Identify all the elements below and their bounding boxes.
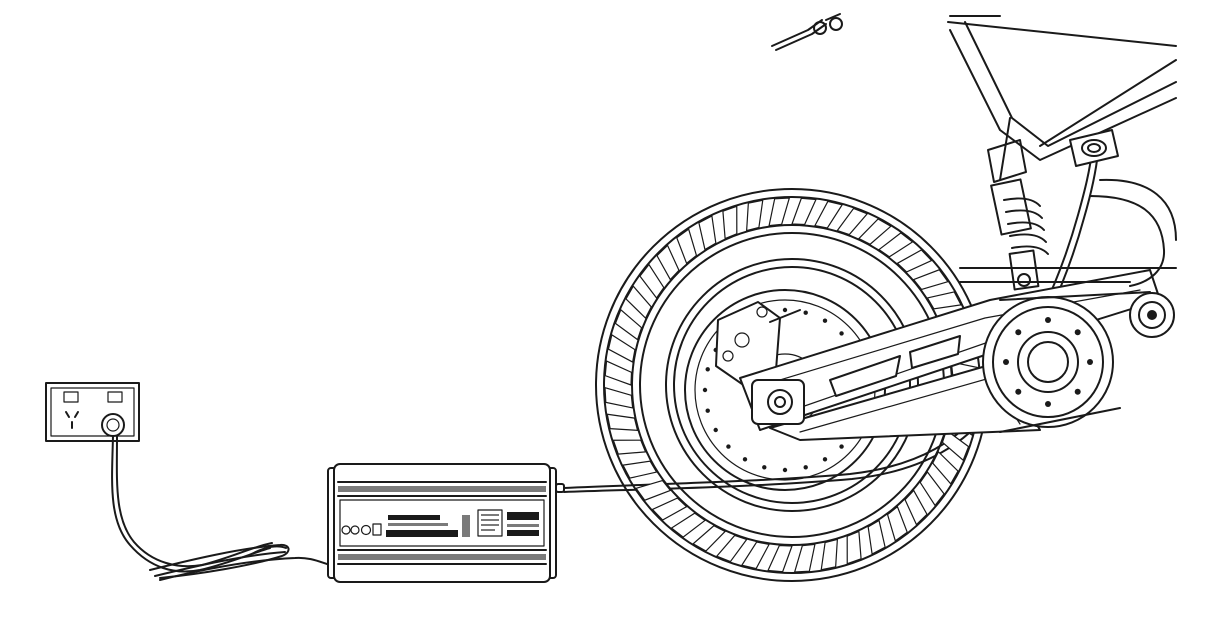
hub-bolt [1074, 388, 1081, 395]
battery-charger [327, 463, 565, 583]
swingarm-pivot [1129, 292, 1175, 338]
tyre-tread-block [878, 232, 914, 258]
tyre-tread-block [919, 471, 945, 507]
tyre-tread-block [622, 460, 658, 479]
tyre-tread-block [768, 197, 791, 227]
tyre-tread-block [745, 199, 764, 232]
tyre-tread-block [820, 538, 839, 571]
tyre-tread-block [926, 291, 962, 310]
hub-bolt [1045, 317, 1051, 323]
tyre-tread-block [791, 197, 817, 226]
disc-hole [713, 427, 718, 433]
tyre-tread-block [656, 244, 680, 281]
hub-bolt [1087, 359, 1093, 365]
tyre-tread-block [651, 497, 688, 521]
disc-hole [705, 367, 710, 372]
tyre-tread-block [886, 505, 908, 542]
disc-hole [702, 387, 708, 393]
tyre-tread-block [604, 360, 633, 386]
tyre-tread-block [607, 333, 636, 364]
disc-hole [742, 457, 748, 462]
tyre-tread-block [932, 450, 959, 485]
wall-outlet [45, 382, 140, 442]
tyre-tread-block [676, 228, 698, 265]
hub-bolt [1003, 359, 1009, 365]
tyre-tread-block [904, 489, 928, 526]
rear-shock [987, 139, 1049, 291]
tyre-tread-block [698, 215, 717, 251]
tyre-tread-block [639, 263, 665, 299]
disc-hole [822, 457, 828, 462]
tyre-tread-block [606, 413, 639, 432]
disc-hole [822, 318, 828, 323]
disc-hole [705, 408, 710, 413]
tyre-tread-block [767, 544, 793, 573]
tyre-tread-block [912, 269, 949, 291]
rear-light-bracket [771, 13, 843, 51]
hub-bolt [1015, 329, 1022, 336]
tyre-tread-block [867, 519, 886, 555]
tyre-tread-block [813, 200, 844, 229]
disc-hole [762, 465, 767, 470]
tyre-tread-block [604, 386, 634, 409]
tyre-tread-block [715, 534, 748, 563]
tyre-tread-block [614, 308, 643, 341]
tyre-tread-block [612, 439, 647, 455]
disc-hole [803, 310, 808, 315]
tyre-tread-block [836, 207, 869, 236]
disc-hole [782, 307, 788, 313]
tyre-tread-block [670, 512, 706, 538]
disc-hole [839, 331, 844, 336]
tyre-tread-block [722, 205, 738, 240]
rear-frame [947, 15, 1177, 433]
tyre-tread-block [846, 530, 862, 565]
hub-bolt [1045, 401, 1051, 407]
rear-hub [982, 296, 1114, 428]
tyre-tread-block [740, 541, 771, 570]
disc-hole [782, 467, 788, 473]
disc-hole [803, 465, 808, 470]
charge-port [1069, 129, 1119, 167]
tyre-tread-block [857, 218, 892, 245]
hub-bolt [1074, 329, 1081, 336]
disc-hole [726, 444, 731, 449]
tyre-tread-block [793, 543, 816, 573]
tyre-tread-block [625, 285, 652, 320]
mains-cable [111, 435, 331, 581]
tyre-tread-block [635, 479, 672, 501]
electric-motorbike-rear [595, 13, 1177, 582]
tyre-tread-block [941, 429, 970, 462]
tyre-tread-block [692, 525, 727, 552]
hub-bolt [1015, 388, 1022, 395]
disc-hole [839, 444, 844, 449]
tyre-tread-block [896, 249, 933, 273]
